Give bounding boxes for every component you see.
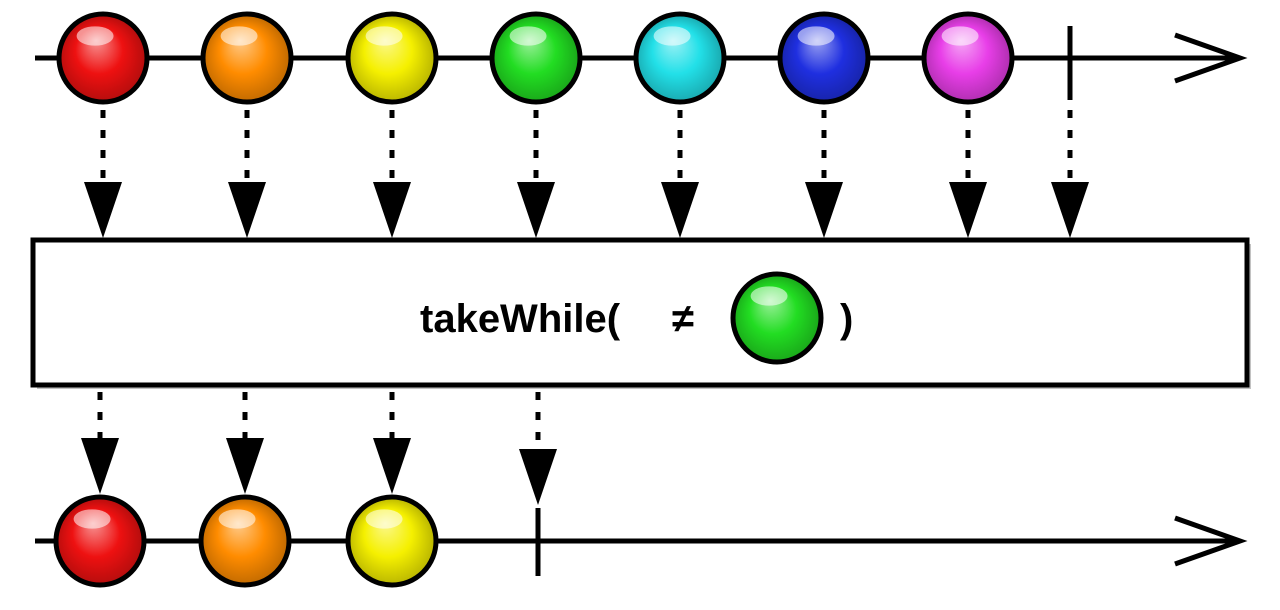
- input-arrow-completion: [1051, 110, 1089, 238]
- input-arrow-magenta: [949, 110, 987, 238]
- output-marbles: [53, 494, 439, 588]
- operator-close-paren: ): [840, 297, 853, 341]
- operator-box: takeWhile( ≠ ): [30, 237, 1251, 389]
- input-marble-green: [489, 11, 583, 105]
- output-arrows: [81, 392, 557, 505]
- input-arrow-yellow: [373, 110, 411, 238]
- input-marble-cyan: [633, 11, 727, 105]
- input-marble-magenta: [921, 11, 1015, 105]
- operator-box-frame: [30, 237, 1250, 388]
- output-arrow-orange: [226, 392, 264, 494]
- input-marble-blue: [777, 11, 871, 105]
- input-marble-red: [56, 11, 150, 105]
- output-marble-yellow: [345, 494, 439, 588]
- input-marble-orange: [200, 11, 294, 105]
- output-arrow-completion: [519, 392, 557, 505]
- input-marbles: [56, 11, 1015, 105]
- input-arrow-blue: [805, 110, 843, 238]
- input-arrows: [84, 110, 1089, 238]
- input-arrow-cyan: [661, 110, 699, 238]
- operator-name: takeWhile(: [420, 297, 621, 341]
- input-timeline-arrowhead: [1174, 32, 1248, 84]
- input-arrow-red: [84, 110, 122, 238]
- input-arrow-green: [517, 110, 555, 238]
- not-equal-symbol: ≠: [672, 297, 694, 341]
- output-marble-orange: [198, 494, 292, 588]
- output-arrow-yellow: [373, 392, 411, 494]
- output-marble-red: [53, 494, 147, 588]
- predicate-marble: [730, 271, 824, 365]
- input-marble-yellow: [345, 11, 439, 105]
- output-timeline-arrowhead: [1174, 515, 1248, 567]
- input-arrow-orange: [228, 110, 266, 238]
- output-arrow-red: [81, 392, 119, 494]
- predicate-marble-green: [730, 271, 824, 365]
